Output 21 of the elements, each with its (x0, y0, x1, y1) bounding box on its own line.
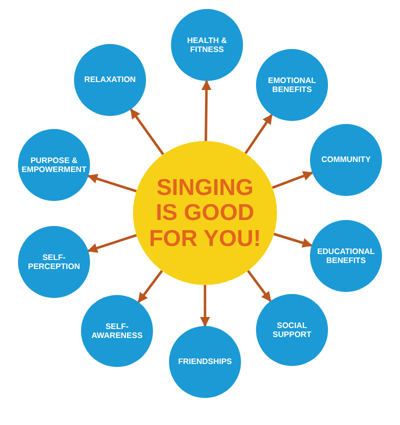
arrow (200, 285, 210, 327)
arrow (130, 108, 164, 156)
topic-label: SELF-PERCEPTION (26, 252, 81, 272)
topic-label: SOCIAL SUPPORT (272, 320, 312, 340)
topic-label: EDUCATIONAL BENEFITS (316, 246, 376, 266)
topic-label: RELAXATION (84, 75, 136, 85)
arrow (274, 232, 313, 248)
topic-label: PURPOSE & EMPOWERMENT (22, 156, 86, 174)
arrow (201, 80, 212, 142)
topic-label: FRIENDSHIPS (178, 357, 232, 367)
topic-label: SELF-AWARENESS (90, 322, 144, 340)
topic-label: COMMUNITY (321, 155, 371, 165)
arrow (246, 270, 272, 302)
arrow (87, 234, 137, 253)
arrow (244, 114, 273, 154)
arrow (87, 174, 137, 192)
topic-label: EMOTIONAL BENEFITS (267, 76, 317, 94)
topic-label: HEALTH & FITNESS (186, 36, 228, 54)
arrow (138, 270, 163, 303)
title-text: SINGING IS GOOD FOR YOU! (148, 175, 262, 251)
arrow (272, 171, 314, 189)
